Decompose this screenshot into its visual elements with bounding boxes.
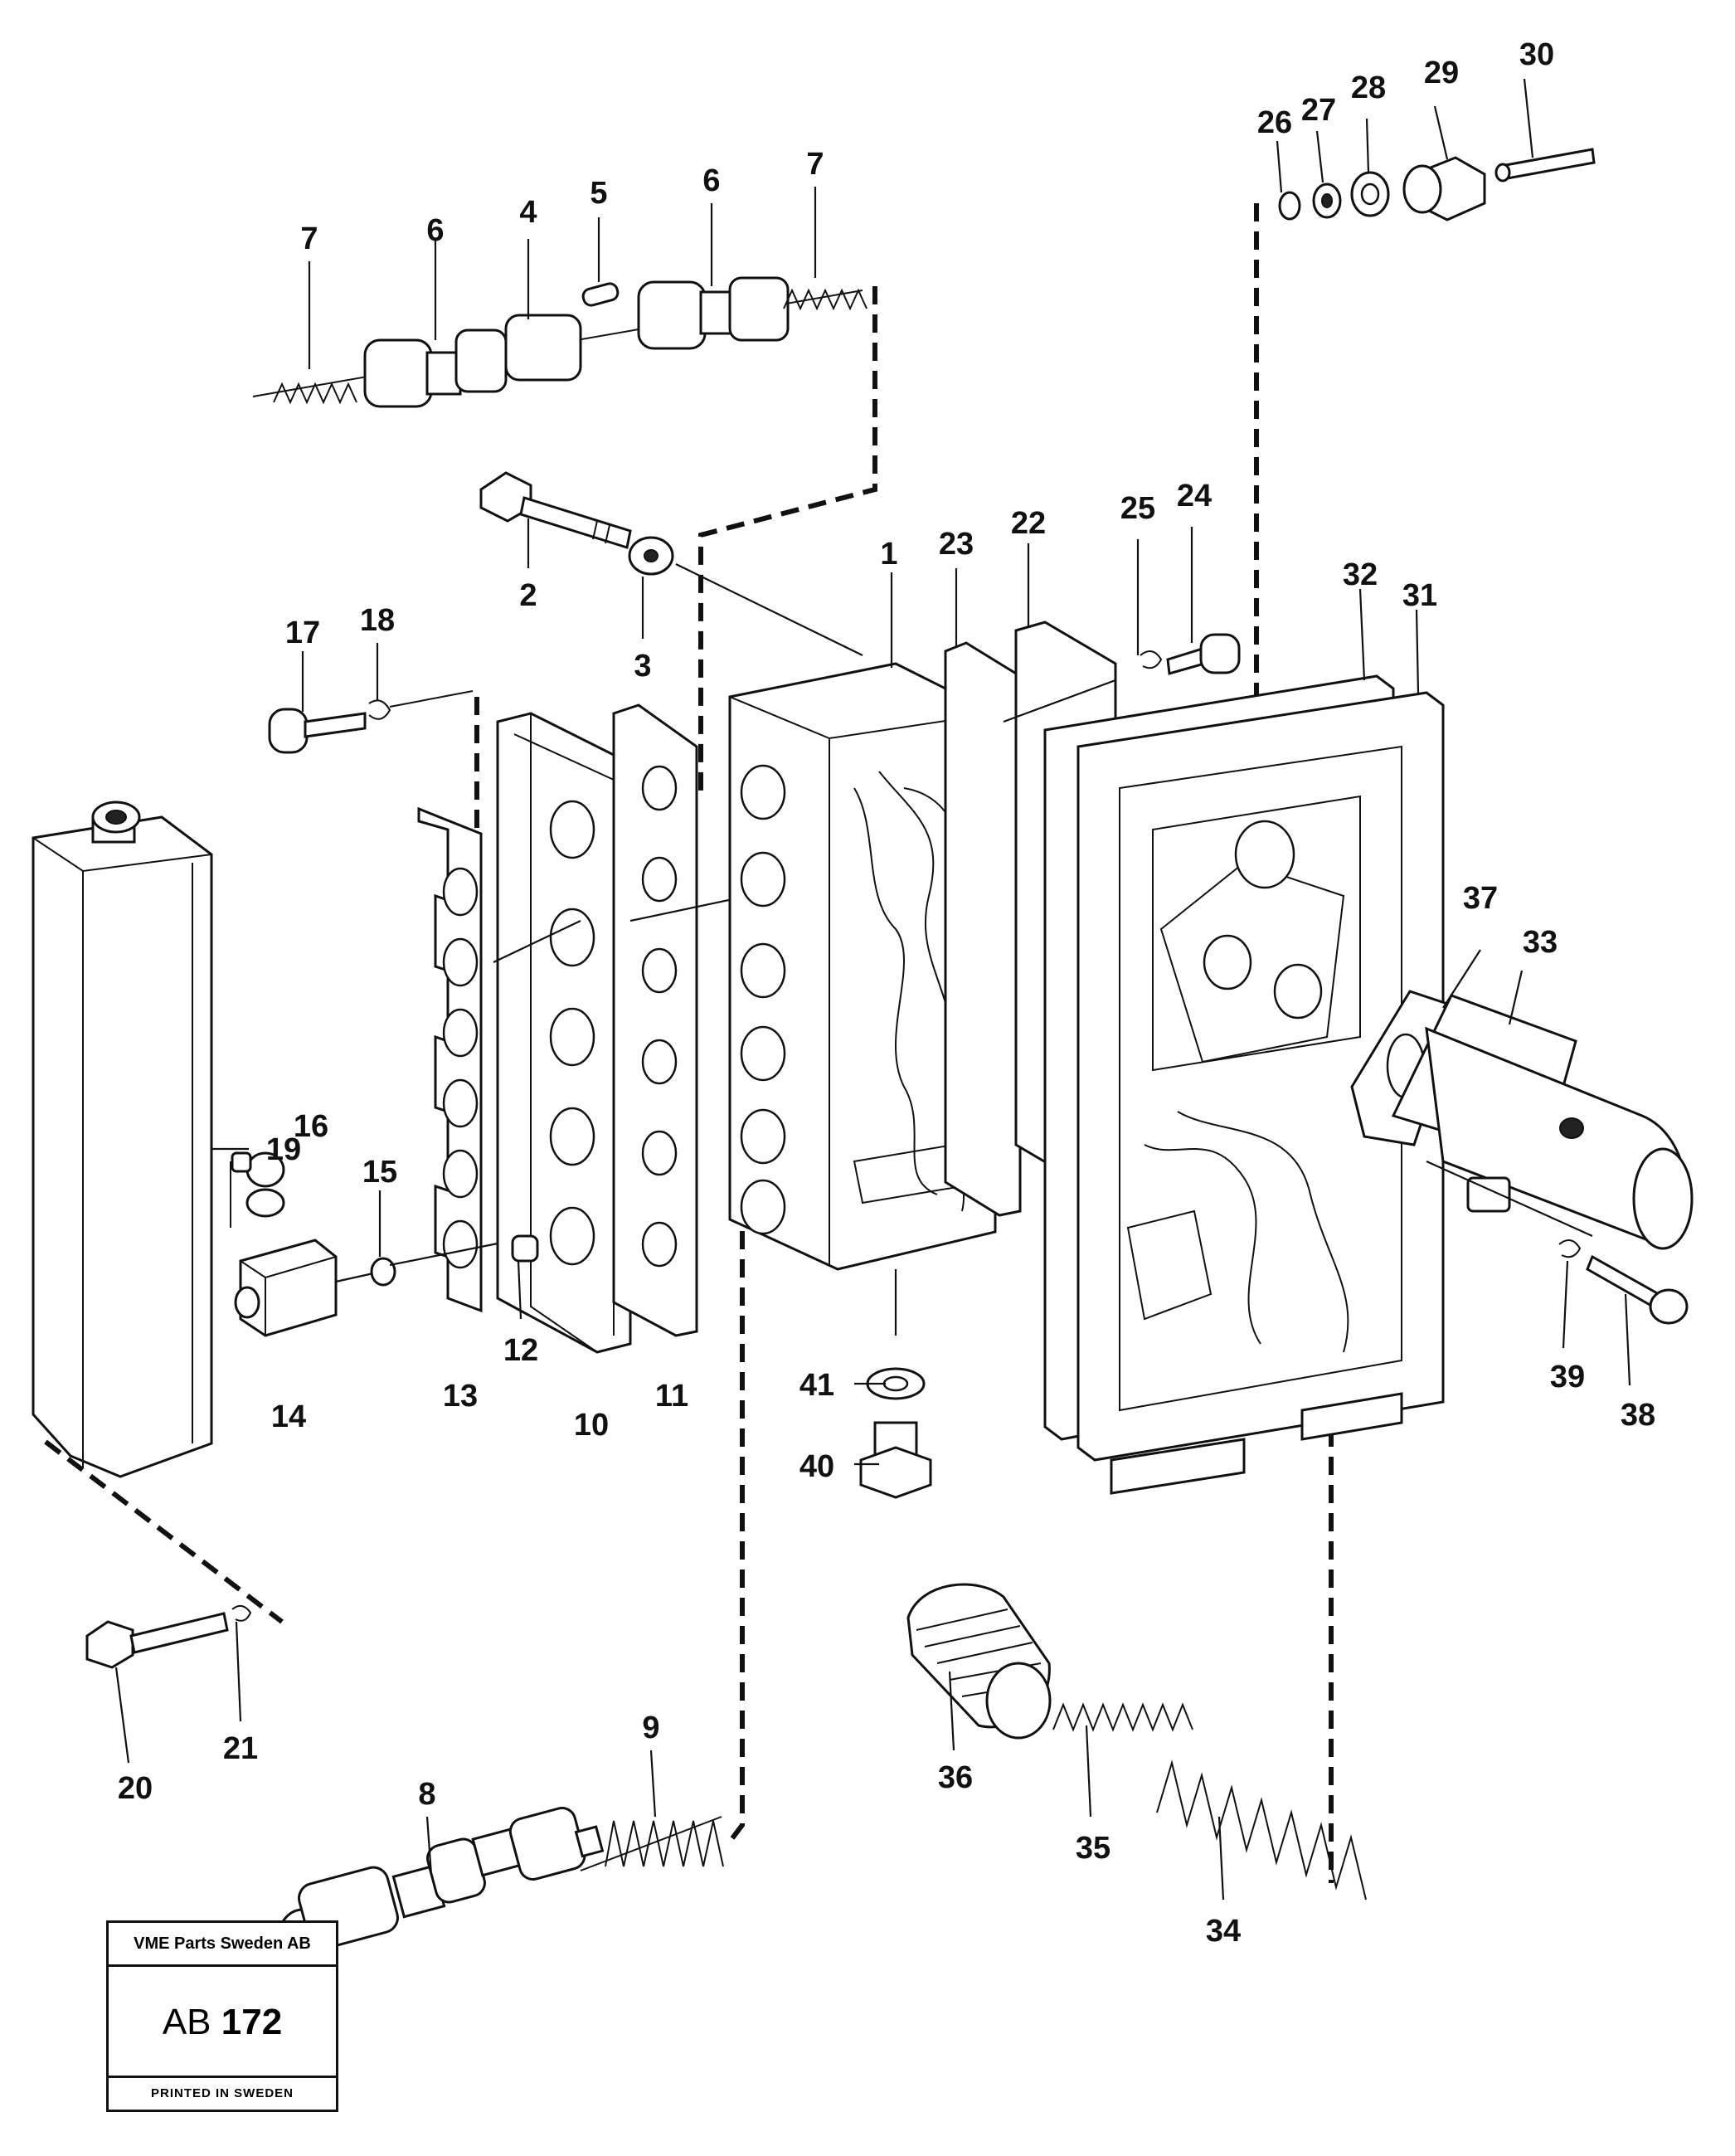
callout-9: 9 <box>642 1711 659 1745</box>
callout-17: 17 <box>285 616 320 650</box>
callout-5: 5 <box>590 176 607 211</box>
callout-35: 35 <box>1076 1831 1110 1866</box>
plug-40 <box>859 1421 932 1499</box>
callout-4: 4 <box>519 195 537 230</box>
callout-19: 19 <box>266 1132 301 1167</box>
callout-23: 23 <box>939 527 974 562</box>
callout-leaders <box>114 78 1631 1900</box>
title-block-printed: PRINTED IN SWEDEN <box>109 2076 336 2110</box>
callout-15: 15 <box>362 1155 397 1190</box>
callout-30: 30 <box>1519 37 1554 72</box>
pin-5 <box>581 282 620 307</box>
callout-7-right: 7 <box>806 147 824 182</box>
spring-7-right <box>783 288 868 311</box>
upper-spool-assembly <box>252 276 868 408</box>
callout-33: 33 <box>1523 925 1558 960</box>
screw-24 <box>1140 633 1241 675</box>
title-block-company: VME Parts Sweden AB <box>109 1923 336 1967</box>
callout-13: 13 <box>443 1379 478 1414</box>
callout-11: 11 <box>655 1379 688 1414</box>
callout-6-right: 6 <box>702 163 720 198</box>
clamp-16 <box>230 1151 285 1228</box>
callout-31: 31 <box>1402 578 1437 613</box>
boot-36 <box>906 1583 1052 1740</box>
cylinder-33 <box>1391 994 1694 1250</box>
lower-spool-8 <box>276 1807 722 1971</box>
spring-9 <box>605 1820 724 1867</box>
bolt-20 <box>85 1604 252 1669</box>
callout-36: 36 <box>938 1760 973 1795</box>
callout-29: 29 <box>1424 56 1459 90</box>
callout-41: 41 <box>799 1368 834 1403</box>
spring-34 <box>1156 1759 1367 1900</box>
gasket-23 <box>944 641 1022 1217</box>
callout-32: 32 <box>1343 557 1378 592</box>
valve-body-10 <box>493 712 632 1354</box>
piston-4 <box>504 314 582 382</box>
callout-39: 39 <box>1550 1360 1585 1394</box>
assembly-guide-lines <box>44 203 1334 1883</box>
callout-34: 34 <box>1206 1914 1241 1949</box>
callout-14: 14 <box>271 1399 306 1434</box>
title-block: VME Parts Sweden AB AB 172 PRINTED IN SW… <box>106 1920 338 2112</box>
solenoid-14 <box>234 1239 374 1337</box>
spool-6-left <box>363 338 433 408</box>
callout-12: 12 <box>503 1333 538 1368</box>
title-block-code-number: 172 <box>221 2002 283 2042</box>
fitting-assembly-26-30 <box>1278 148 1596 221</box>
callout-20: 20 <box>118 1771 153 1806</box>
ring-26 <box>1278 191 1301 221</box>
screw-17 <box>268 690 474 754</box>
callout-6-left: 6 <box>426 213 444 248</box>
callout-3: 3 <box>634 649 651 684</box>
gasket-11 <box>612 703 789 1337</box>
callout-25: 25 <box>1120 491 1155 526</box>
callout-7-left: 7 <box>300 221 318 256</box>
pin-30 <box>1499 148 1596 181</box>
callout-18: 18 <box>360 603 395 638</box>
spring-7-left <box>273 382 357 405</box>
callout-24: 24 <box>1177 479 1212 513</box>
callout-16: 16 <box>294 1109 328 1144</box>
callout-40: 40 <box>799 1449 834 1484</box>
callout-numbers: 1 2 3 4 5 6 6 7 7 8 9 10 11 12 13 14 15 … <box>118 37 1655 1949</box>
title-block-code-prefix: AB <box>162 2002 211 2042</box>
callout-26: 26 <box>1257 105 1292 140</box>
callout-2: 2 <box>519 578 537 613</box>
callout-28: 28 <box>1351 71 1386 105</box>
title-block-code: AB 172 <box>109 1966 336 2078</box>
housing-19 <box>32 801 249 1478</box>
spool-6-right <box>637 280 707 350</box>
callout-21: 21 <box>223 1731 258 1766</box>
valve-housing-1 <box>728 662 997 1336</box>
callout-10: 10 <box>574 1408 609 1443</box>
washer-15 <box>370 1257 396 1287</box>
plate-13 <box>389 806 515 1313</box>
callout-8: 8 <box>418 1777 435 1812</box>
callout-1: 1 <box>880 537 897 572</box>
callout-38: 38 <box>1621 1398 1655 1433</box>
callout-27: 27 <box>1301 93 1336 128</box>
bolt-2-and-washer-3 <box>479 471 863 656</box>
cover-31 <box>1076 691 1445 1495</box>
spring-35 <box>1052 1702 1193 1732</box>
callout-37: 37 <box>1463 881 1498 916</box>
screw-38 <box>1558 1239 1689 1325</box>
callout-22: 22 <box>1011 506 1046 541</box>
